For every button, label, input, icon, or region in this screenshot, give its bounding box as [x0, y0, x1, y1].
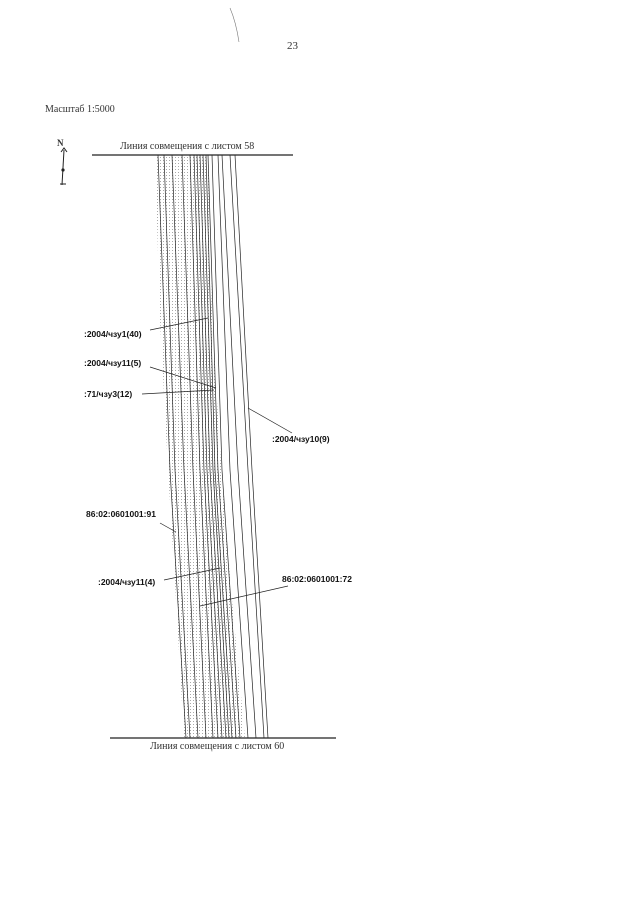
- scan-artifact-line: [229, 7, 240, 43]
- parcel-label-91: 86:02:0601001:91: [86, 509, 156, 519]
- north-arrow-icon: [60, 147, 68, 186]
- leader-lines: [141, 317, 293, 607]
- parcel-label-chzu10-9: :2004/чзу10(9): [272, 434, 330, 444]
- parcel-label-chzu3-12: :71/чзу3(12): [84, 389, 133, 399]
- parcel-label-chzu11-5: :2004/чзу11(5): [84, 358, 142, 368]
- page-number: 23: [287, 40, 298, 52]
- parcel-label-72: 86:02:0601001:72: [282, 574, 352, 584]
- bottom-match-line-label: Линия совмещения с листом 60: [150, 741, 285, 752]
- scale-label: Масштаб 1:5000: [45, 104, 115, 115]
- top-match-line-label: Линия совмещения с листом 58: [120, 141, 255, 152]
- parcel-label-chzu11-4: :2004/чзу11(4): [98, 577, 156, 587]
- parcel-label-chzu1-40: :2004/чзу1(40): [84, 329, 142, 339]
- corridor-lines: [157, 154, 269, 739]
- north-label: N: [57, 138, 64, 148]
